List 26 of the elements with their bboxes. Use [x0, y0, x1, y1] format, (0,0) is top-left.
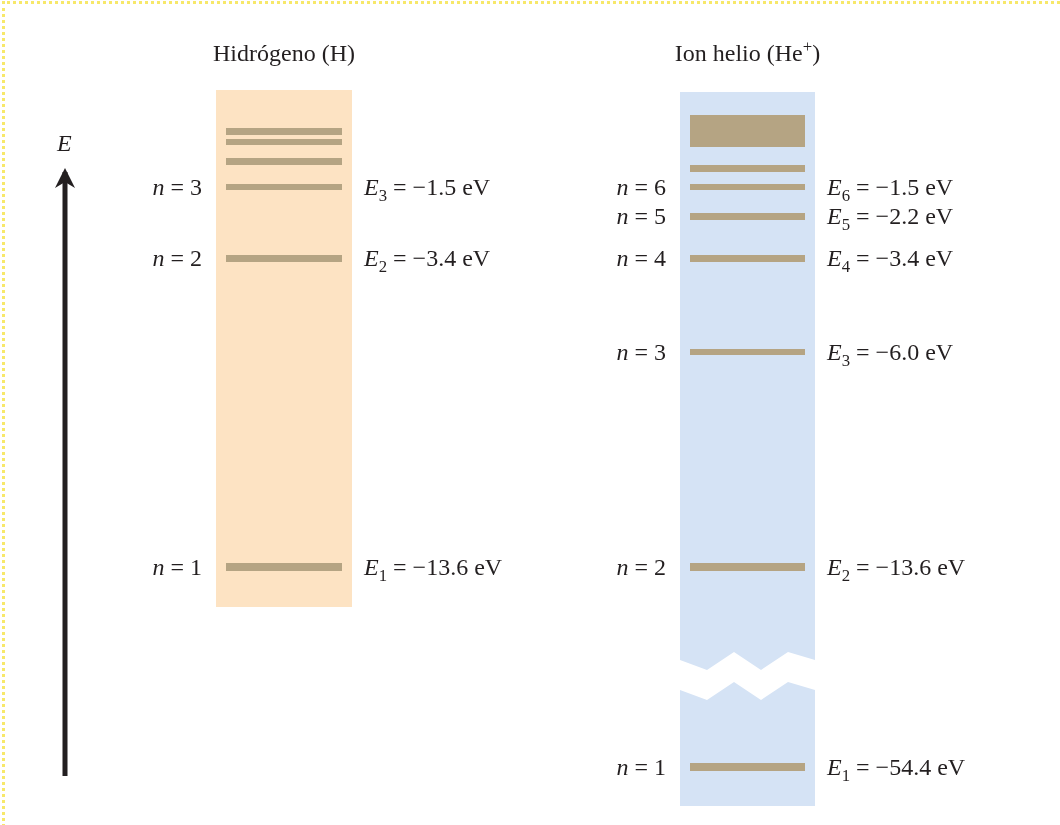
energy-value-label: E$_{2}$ = −13.6 eV: [827, 554, 966, 580]
quantum-number-label: n = 2: [152, 245, 202, 271]
quantum-number-label: n = 4: [616, 245, 666, 271]
energy-value-label: E$_{1}$ = −54.4 eV: [827, 754, 966, 780]
energy-level-bar: [226, 139, 342, 145]
energy-value-label: E$_{5}$ = −2.2 eV: [827, 203, 954, 229]
quantum-number-label: n = 6: [616, 174, 666, 200]
column-heading: Ion helio (He$^{+}$): [673, 38, 822, 68]
energy-level-bar: [226, 157, 342, 165]
quantum-number-label: n = 3: [616, 339, 666, 365]
quantum-number-label: n = 2: [616, 554, 666, 580]
quantum-number-label: n = 5: [616, 203, 666, 229]
column-heading: Hidrógeno (H): [212, 39, 356, 68]
energy-value-label: E$_{3}$ = −6.0 eV: [827, 339, 954, 365]
quantum-number-label: n = 1: [616, 754, 666, 780]
energy-value-label: E$_{6}$ = −1.5 eV: [827, 174, 954, 200]
energy-value-label: E$_{4}$ = −3.4 eV: [827, 245, 954, 271]
quantum-number-label: n = 3: [152, 174, 202, 200]
energy-level-bar: [690, 115, 805, 147]
energy-level-bar: [226, 127, 342, 135]
energy-value-label: E$_{2}$ = −3.4 eV: [364, 245, 491, 271]
quantum-number-label: n = 1: [152, 554, 202, 580]
energy-value-label: E$_{3}$ = −1.5 eV: [364, 174, 491, 200]
energy-level-bar: [690, 164, 805, 172]
energy-value-label: E$_{1}$ = −13.6 eV: [364, 554, 503, 580]
axis-label: E: [57, 130, 72, 156]
